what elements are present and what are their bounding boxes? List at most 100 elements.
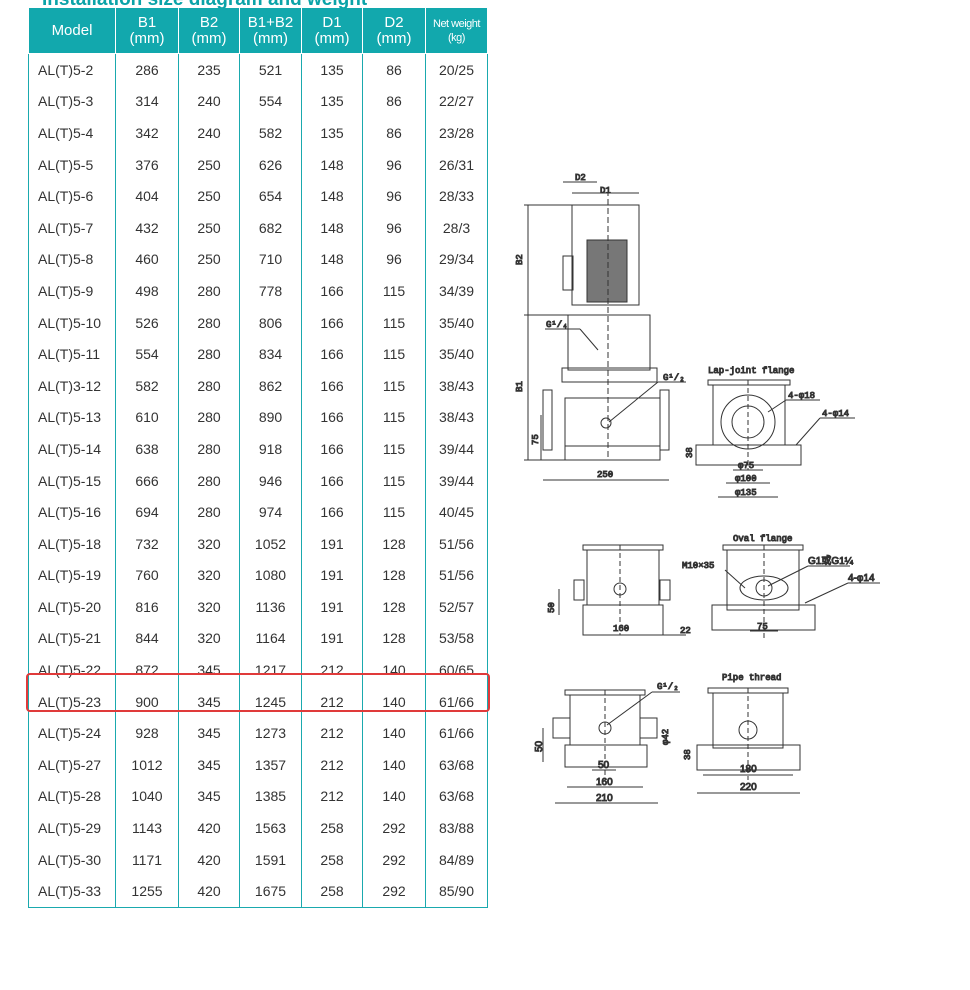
section-title: Installation size diagram and weight [42, 0, 367, 11]
value-cell: 286 [115, 53, 179, 86]
column-header: D2(mm) [362, 8, 426, 54]
value-cell: 345 [178, 717, 240, 750]
value-cell: 760 [115, 559, 179, 592]
model-cell: AL(T)5-13 [28, 401, 116, 434]
value-cell: 292 [362, 812, 426, 844]
value-cell: 626 [239, 148, 302, 181]
value-cell: 240 [178, 117, 240, 149]
label-d1: D1 [600, 186, 611, 196]
model-cell: AL(T)5-33 [28, 875, 116, 909]
value-cell: 974 [239, 496, 302, 528]
value-cell: 63/68 [425, 749, 488, 781]
value-cell: 526 [115, 306, 179, 339]
oval-bolt: M10×35 [682, 561, 714, 571]
oval-holes14: 4-φ14 [848, 573, 875, 584]
value-cell: 115 [362, 433, 426, 465]
value-cell: 96 [362, 148, 426, 181]
lap-d75: φ75 [738, 461, 754, 471]
value-cell: 521 [239, 53, 302, 86]
value-cell: 140 [362, 780, 426, 813]
value-cell: 554 [239, 85, 302, 118]
value-cell: 84/89 [425, 843, 488, 876]
oval-title: Oval flange [733, 534, 792, 544]
value-cell: 61/66 [425, 717, 488, 750]
value-cell: 96 [362, 243, 426, 276]
value-cell: 61/66 [425, 685, 488, 718]
value-cell: 816 [115, 591, 179, 623]
value-cell: 135 [301, 53, 363, 86]
value-cell: 166 [301, 401, 363, 434]
lap-d135: φ135 [735, 488, 757, 498]
column-header: B1(mm) [115, 8, 179, 54]
header-text: (mm) [191, 29, 227, 47]
value-cell: 191 [301, 591, 363, 623]
value-cell: 148 [301, 148, 363, 181]
value-cell: 28/33 [425, 180, 488, 212]
header-text: (kg) [448, 31, 465, 44]
value-cell: 778 [239, 275, 302, 307]
value-cell: 582 [239, 117, 302, 149]
lap-holes18: 4-φ18 [788, 391, 815, 401]
value-cell: 1171 [115, 843, 179, 876]
value-cell: 148 [301, 180, 363, 212]
header-text: Net weight [433, 17, 480, 30]
model-cell: AL(T)5-10 [28, 306, 116, 339]
value-cell: 280 [178, 369, 240, 402]
pipe-side-d42: φ42 [661, 729, 671, 745]
value-cell: 250 [178, 180, 240, 212]
value-cell: 460 [115, 243, 179, 276]
lap-d100: φ100 [735, 474, 757, 484]
oval-side-160: 160 [613, 624, 629, 634]
oval-flange-view [711, 544, 880, 640]
value-cell: 135 [301, 85, 363, 118]
oval-side-22: 22 [680, 626, 691, 636]
value-cell: 166 [301, 369, 363, 402]
value-cell: 320 [178, 527, 240, 560]
value-cell: 52/57 [425, 591, 488, 623]
value-cell: 22/27 [425, 85, 488, 118]
value-cell: 39/44 [425, 433, 488, 465]
value-cell: 320 [178, 591, 240, 623]
model-cell: AL(T)5-24 [28, 717, 116, 750]
pipe-side-210: 210 [596, 793, 613, 804]
header-text: (mm) [253, 29, 288, 47]
model-cell: AL(T)5-14 [28, 433, 116, 465]
lap-joint-flange-view [695, 379, 855, 498]
value-cell: 38/43 [425, 401, 488, 434]
value-cell: 872 [115, 654, 179, 686]
value-cell: 235 [178, 53, 240, 86]
model-cell: AL(T)5-29 [28, 812, 116, 844]
highlighted-row-outline [26, 673, 490, 712]
value-cell: 23/28 [425, 117, 488, 149]
value-cell: 280 [178, 401, 240, 434]
header-text: B2 [199, 13, 219, 31]
value-cell: 314 [115, 85, 179, 118]
header-text: (mm) [314, 29, 350, 47]
value-cell: 1052 [239, 527, 302, 560]
value-cell: 638 [115, 433, 179, 465]
value-cell: 1255 [115, 875, 179, 909]
label-b1: B1 [515, 381, 525, 392]
value-cell: 292 [362, 843, 426, 876]
value-cell: 582 [115, 369, 179, 402]
model-cell: AL(T)5-8 [28, 243, 116, 276]
label-b2: B2 [515, 254, 525, 265]
value-cell: 212 [301, 685, 363, 718]
label-75: 75 [531, 434, 541, 445]
value-cell: 376 [115, 148, 179, 181]
pipe-side-50h: 50 [534, 740, 545, 752]
value-cell: 320 [178, 622, 240, 655]
value-cell: 1080 [239, 559, 302, 592]
value-cell: 654 [239, 180, 302, 212]
pipe-side-50w: 50 [598, 760, 610, 771]
column-header: D1(mm) [301, 8, 363, 54]
pipe-title: Pipe thread [722, 673, 781, 683]
value-cell: 86 [362, 85, 426, 118]
value-cell: 258 [301, 875, 363, 909]
